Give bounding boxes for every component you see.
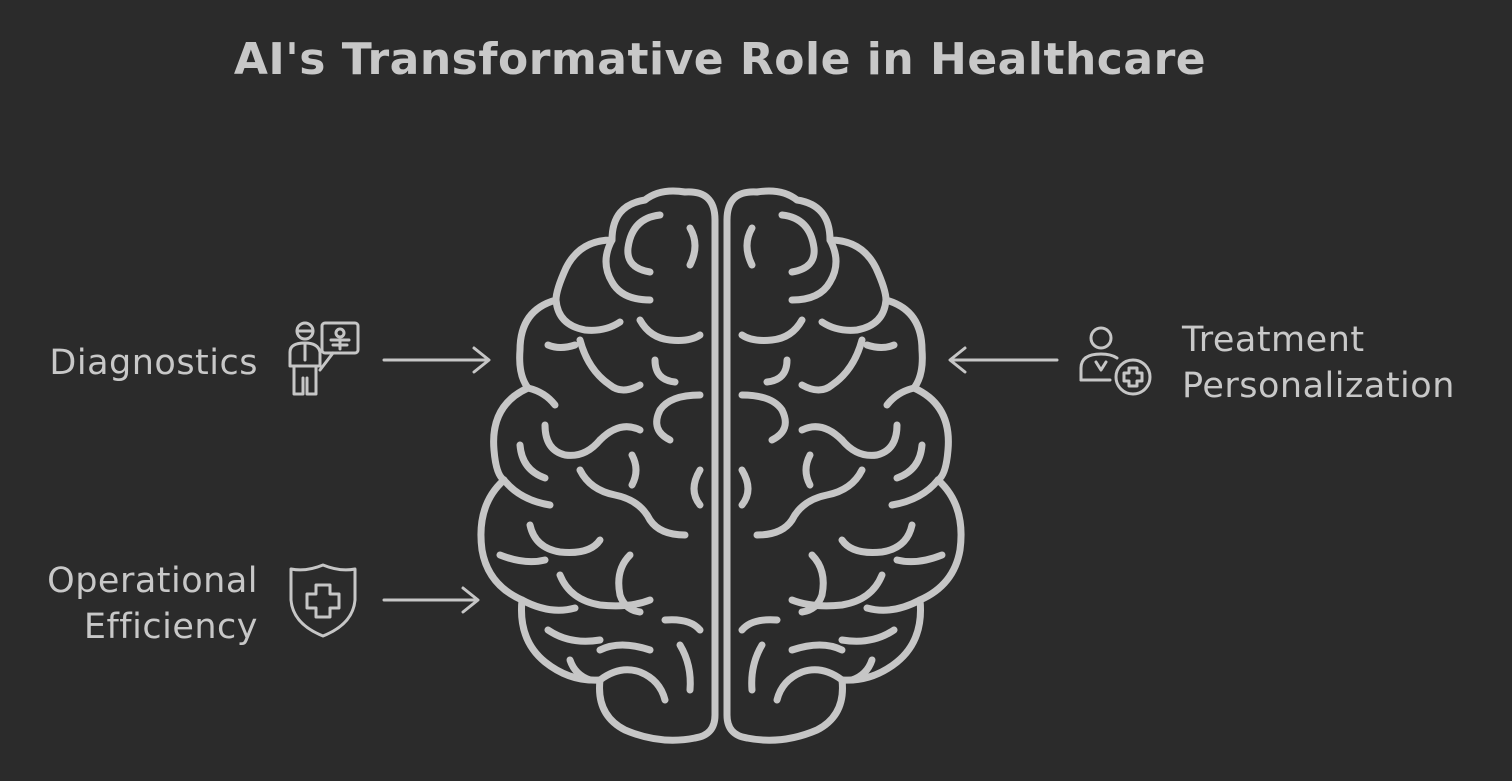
- patient-plus-icon: [1079, 326, 1152, 396]
- shield-plus-icon: [289, 563, 357, 638]
- treatment-personalization-arrow: [948, 346, 1059, 374]
- diagnostics-label-text: Diagnostics: [49, 343, 258, 383]
- treatment-personalization-line1: Treatment: [1182, 320, 1365, 360]
- brain-icon: [477, 187, 965, 744]
- doctor-xray-icon: [288, 321, 360, 396]
- operational-efficiency-line2: Efficiency: [83, 607, 258, 647]
- operational-efficiency-label: Operational Efficiency: [10, 558, 258, 650]
- operational-efficiency-line1: Operational: [47, 561, 258, 601]
- operational-efficiency-arrow: [382, 586, 480, 614]
- treatment-personalization-label: Treatment Personalization: [1182, 317, 1502, 409]
- diagnostics-arrow: [382, 346, 491, 374]
- diagnostics-label: Diagnostics: [20, 340, 258, 386]
- treatment-personalization-line2: Personalization: [1182, 366, 1455, 406]
- diagram-title: AI's Transformative Role in Healthcare: [233, 34, 1207, 85]
